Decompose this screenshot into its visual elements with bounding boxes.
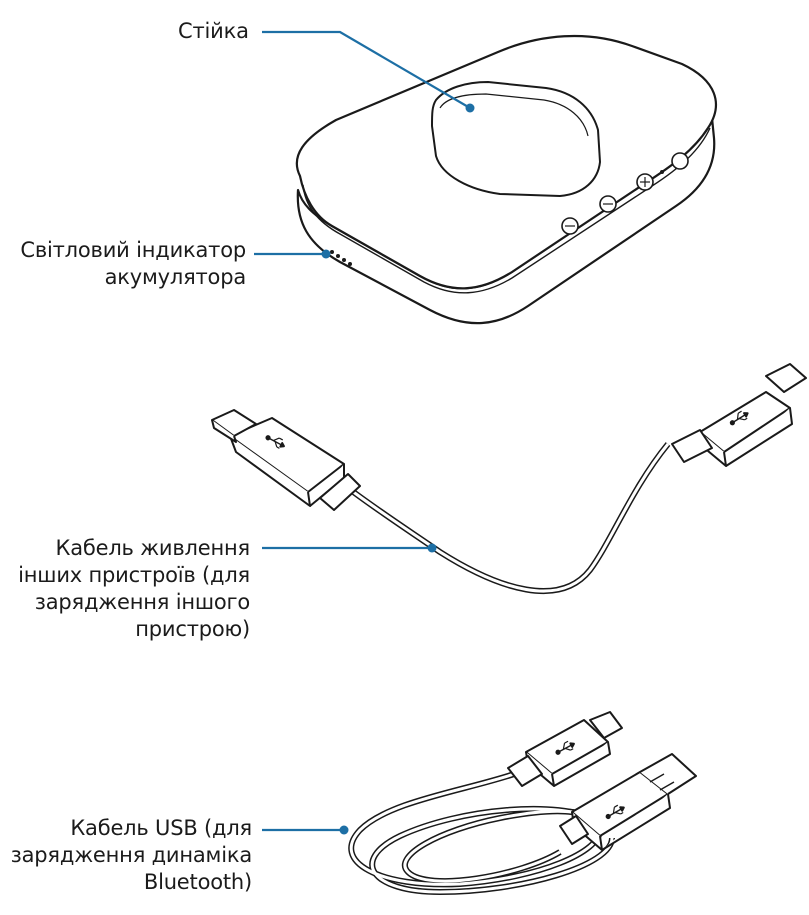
label-usb-cable: Кабель USB (для зарядження динаміка Blue… [0,815,253,896]
power-cable [211,363,807,594]
leader-stand-dot [465,103,475,113]
leader-stand [262,30,471,109]
label-power-cable: Кабель живлення інших пристроїв (для зар… [0,535,250,643]
label-usb-line-2: зарядження динаміка [10,843,253,867]
label-power-line-1: Кабель живлення [55,536,250,560]
label-stand: Стійка [178,18,249,45]
label-battery-line-2: акумулятора [104,265,247,289]
label-stand-text: Стійка [178,19,249,43]
label-battery-indicator: Світловий індикатор акумулятора [0,237,246,291]
speaker-device [295,34,717,325]
leader-power-cable-dot [427,543,437,553]
leader-battery-dot [321,249,331,259]
label-battery-line-1: Світловий індикатор [20,238,246,262]
battery-leds [330,250,352,266]
speaker-button-bt [671,152,689,170]
label-power-line-3: зарядження іншого [34,590,250,614]
label-usb-line-1: Кабель USB (для [70,816,252,840]
leader-usb-cable-dot [339,825,349,835]
label-usb-line-3: Bluetooth) [143,870,252,894]
stand-plate [431,81,601,197]
usb-cable [348,711,697,895]
label-power-line-4: пристрою) [135,617,250,641]
label-power-line-2: інших пристроїв (для [18,563,250,587]
